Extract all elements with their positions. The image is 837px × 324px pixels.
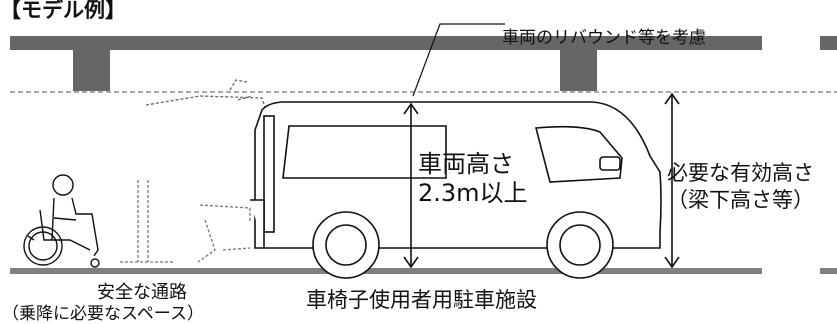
required-height-arrow [664, 92, 680, 269]
ceiling-slab [10, 36, 837, 91]
open-tailgate [145, 79, 267, 111]
vehicle-height-label-line2: 2.3m以上 [418, 179, 528, 207]
facility-label: 車椅子使用者用駐車施設 [306, 288, 537, 312]
vehicle-height-label-line1: 車両高さ [418, 150, 514, 178]
floor-right [820, 268, 837, 274]
vehicle-height-arrow [403, 102, 419, 269]
callout-leader [412, 23, 505, 97]
floor [10, 268, 762, 274]
diagram-title: 【モデル例】 [0, 0, 126, 22]
van [250, 101, 662, 279]
required-height-label-line2: （梁下高さ等） [667, 188, 814, 212]
wheelchair-user [23, 174, 100, 268]
callout-note: 車両のリバウンド等を考慮 [502, 28, 706, 48]
required-height-label-line1: 必要な有効高さ [667, 161, 814, 185]
passage-label-line2: （乗降に必要なスペース） [2, 304, 204, 324]
lift-mechanism [120, 180, 251, 263]
passage-label-line1: 安全な通路 [97, 282, 187, 303]
